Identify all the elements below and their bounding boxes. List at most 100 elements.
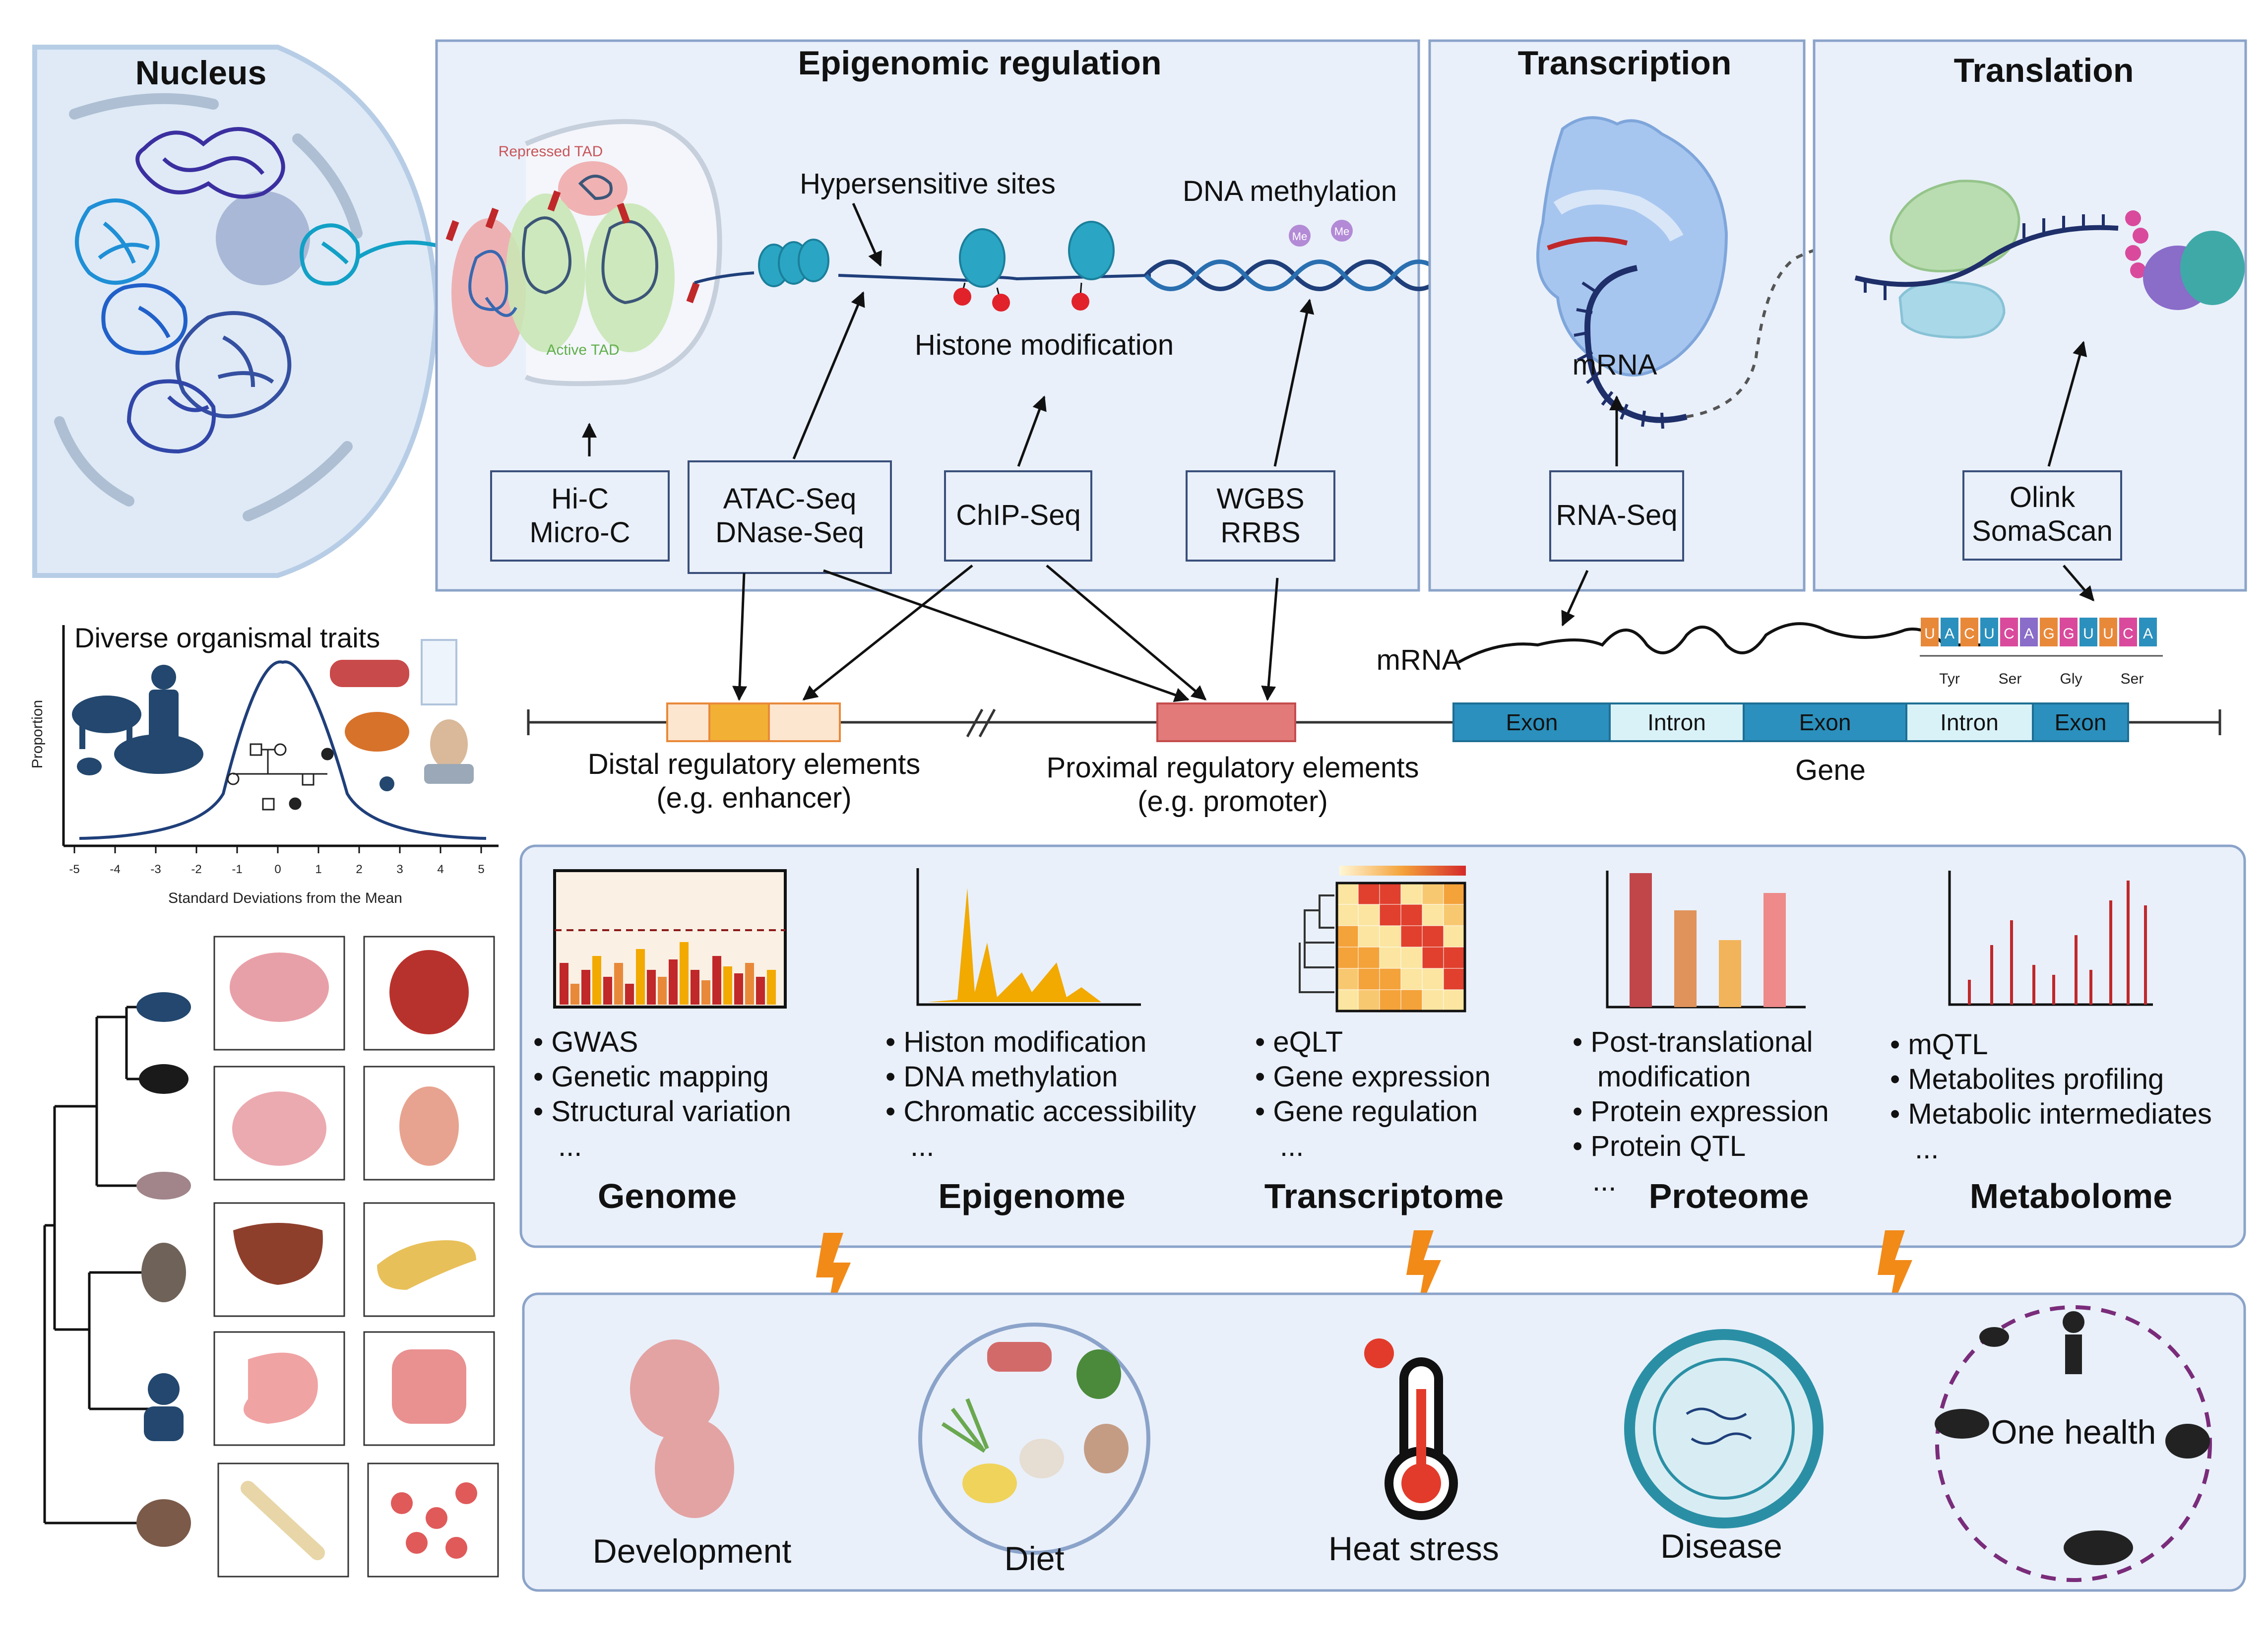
omics-title-transcriptome: Transcriptome bbox=[1264, 1177, 1504, 1215]
omics-title-metabolome: Metabolome bbox=[1970, 1177, 2172, 1215]
omics-item: ... bbox=[910, 1130, 934, 1162]
codon-base bbox=[2000, 618, 2018, 646]
manhattan-bar bbox=[658, 977, 667, 1005]
microc-label: Micro-C bbox=[530, 516, 630, 549]
wgbs-box bbox=[1186, 470, 1335, 562]
manhattan-bar bbox=[756, 977, 765, 1005]
active-tad-label: Active TAD bbox=[546, 342, 619, 358]
omics-item: ... bbox=[558, 1130, 582, 1162]
manhattan-bar bbox=[734, 973, 743, 1005]
heatmap-cell bbox=[1443, 925, 1465, 948]
heart-icon bbox=[389, 950, 469, 1034]
hypersensitive-label: Hypersensitive sites bbox=[800, 168, 1056, 200]
trait-tick-label: -1 bbox=[232, 863, 242, 876]
amino-acid-row: Tyr Ser Gly Ser bbox=[1920, 655, 2163, 687]
trait-tick-label: 4 bbox=[437, 863, 443, 876]
kidney-icon bbox=[399, 1086, 459, 1166]
segment-exon-1: Exon bbox=[1506, 709, 1558, 735]
distal-label-1: Distal regulatory elements bbox=[588, 748, 921, 780]
heatmap-cell bbox=[1336, 968, 1359, 990]
manhattan-bar bbox=[647, 970, 656, 1005]
intestine-icon bbox=[392, 1349, 466, 1424]
diet-icon bbox=[918, 1323, 1150, 1555]
atac-to-enhancer-arrow bbox=[732, 572, 748, 701]
distal-label-2: (e.g. enhancer) bbox=[656, 782, 851, 814]
heatmap-cell bbox=[1336, 947, 1359, 969]
codon-letter: G bbox=[2063, 626, 2074, 642]
heatmap-cell bbox=[1379, 925, 1401, 948]
dnase-label: DNase-Seq bbox=[715, 516, 864, 549]
codon-letter: A bbox=[2024, 626, 2034, 642]
manhattan-bar bbox=[712, 956, 721, 1005]
omics-item: • Metabolic intermediates bbox=[1890, 1098, 2212, 1130]
rrbs-label: RRBS bbox=[1220, 516, 1300, 549]
transcription-title: Transcription bbox=[1518, 44, 1732, 82]
stomach-icon bbox=[244, 1352, 318, 1424]
traits-panel: Diverse organismal traits Proportion Sta… bbox=[29, 622, 499, 906]
proteome-bar bbox=[1674, 910, 1697, 1007]
dna-methylation-label: DNA methylation bbox=[1183, 175, 1397, 207]
heatmap-cell bbox=[1443, 947, 1465, 969]
lightning-icon-2 bbox=[1406, 1230, 1441, 1317]
heatmap-cell bbox=[1358, 968, 1380, 990]
codon-base bbox=[2119, 618, 2137, 646]
chromosome-territories bbox=[75, 127, 447, 454]
omics-item: • mQTL bbox=[1890, 1028, 1988, 1061]
omics-item: ... bbox=[1280, 1130, 1304, 1162]
lightning-icon-3 bbox=[1878, 1230, 1912, 1317]
pedigree-icon bbox=[227, 743, 334, 811]
codon-base bbox=[1941, 618, 1958, 646]
cells-icon bbox=[391, 1482, 477, 1559]
heatmap-cell bbox=[1358, 925, 1380, 948]
methyl-group-2 bbox=[1331, 220, 1353, 242]
human-icon bbox=[148, 1373, 180, 1405]
me-label-2: Me bbox=[1334, 225, 1350, 238]
segment-intron-1: Intron bbox=[1647, 709, 1706, 735]
olink-box bbox=[1962, 470, 2122, 561]
omics-item: • GWAS bbox=[533, 1026, 638, 1058]
mature-mrna-label: mRNA bbox=[1377, 644, 1461, 676]
peptide-chain bbox=[2125, 210, 2148, 278]
olink-down-arrow bbox=[2063, 565, 2094, 602]
codon-letter: U bbox=[1984, 626, 1995, 642]
pancreas-icon bbox=[377, 1240, 476, 1290]
nucleus-title: Nucleus bbox=[135, 54, 267, 92]
heatmap-cell bbox=[1443, 904, 1465, 926]
tad-illustration: Repressed TAD Active TAD bbox=[445, 119, 722, 386]
nucleolus bbox=[216, 191, 310, 285]
manhattan-bar bbox=[625, 984, 634, 1005]
manhattan-bar bbox=[592, 956, 601, 1005]
mature-mrna bbox=[1457, 622, 1984, 664]
heatmap-cell bbox=[1400, 968, 1423, 990]
heatmap-cell bbox=[1379, 989, 1401, 1012]
codon-base bbox=[2139, 618, 2157, 646]
omics-item: • Chromatic accessibility bbox=[885, 1095, 1196, 1128]
omics-title-genome: Genome bbox=[598, 1177, 737, 1215]
methyl-group-1 bbox=[1289, 225, 1311, 247]
proximal-label-1: Proximal regulatory elements bbox=[1046, 752, 1419, 784]
codon-letter: C bbox=[1964, 626, 1975, 642]
omics-title-proteome: Proteome bbox=[1649, 1177, 1809, 1215]
segment-exon-2: Exon bbox=[1799, 709, 1851, 735]
factor-label-0: Development bbox=[593, 1532, 792, 1570]
chip-to-promoter-arrow bbox=[1046, 565, 1207, 700]
translation-title: Translation bbox=[1954, 52, 2134, 89]
chip-label: ChIP-Seq bbox=[956, 499, 1080, 531]
olink-label: Olink bbox=[2010, 481, 2076, 513]
gene-track: Exon Intron Exon Intron Exon Distal regu… bbox=[527, 565, 2221, 818]
virus-icon bbox=[1624, 1329, 1824, 1528]
manhattan-bar bbox=[669, 959, 678, 1005]
chip-to-enhancer-arrow bbox=[802, 565, 973, 700]
manhattan-bar bbox=[723, 966, 732, 1005]
wgbs-label: WGBS bbox=[1216, 483, 1304, 515]
heatmap-cell bbox=[1379, 904, 1401, 926]
rnaseq-box bbox=[1549, 470, 1684, 562]
gene-structure: Exon Intron Exon Intron Exon bbox=[1452, 702, 2129, 742]
hic-box bbox=[490, 470, 670, 562]
chip-box bbox=[944, 470, 1092, 562]
traits-ylabel: Proportion bbox=[29, 700, 46, 768]
transcription-panel: Transcription mRNA RNA-Seq bbox=[1428, 39, 1846, 627]
codon-base bbox=[2060, 618, 2078, 646]
heatmap-cell bbox=[1422, 989, 1444, 1012]
